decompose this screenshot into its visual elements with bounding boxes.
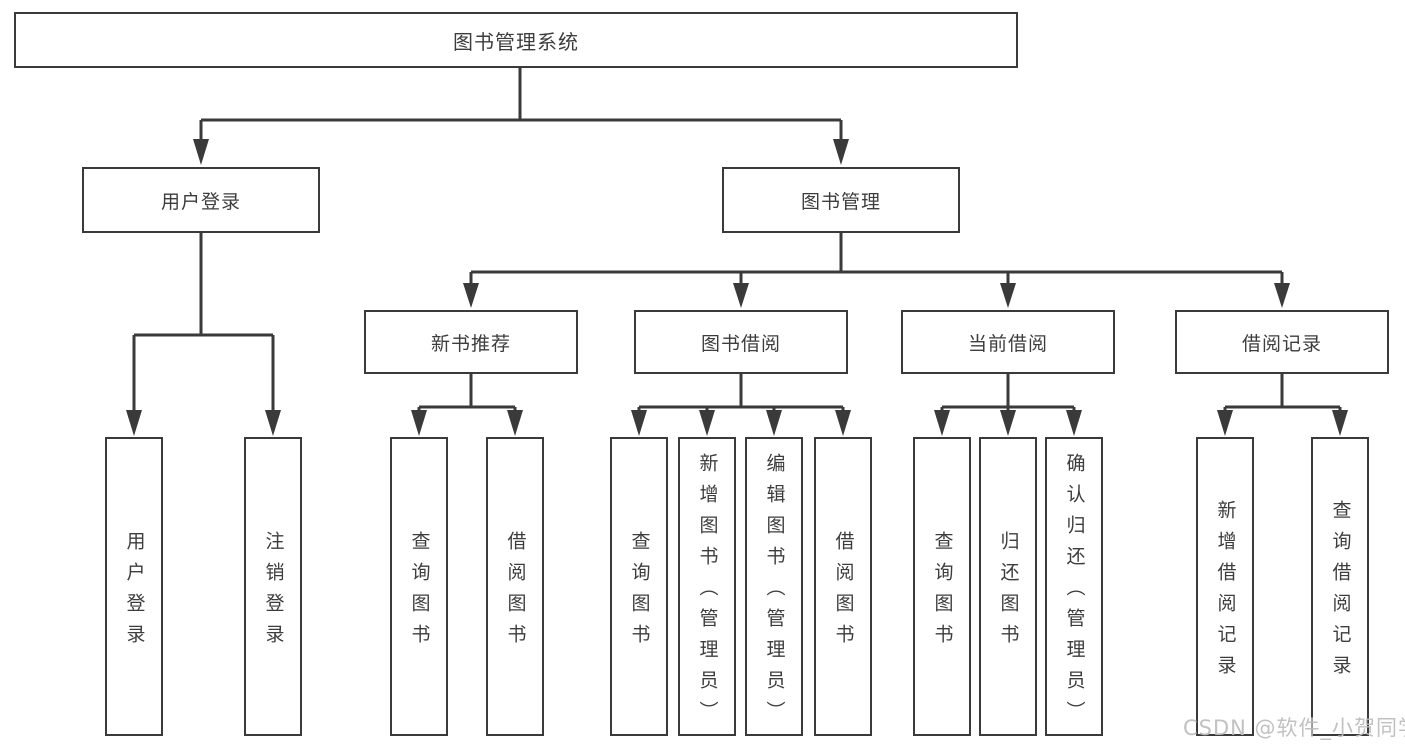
leaf-query-books-2-label: 查询图书 [628,530,651,655]
node-borrow-records-label: 借阅记录 [1241,332,1322,355]
node-borrow-records: 借阅记录 [1175,310,1389,374]
leaf-add-borrow-record: 新增借阅记录 [1196,437,1254,736]
leaf-edit-book-admin-label: 编辑图书（管理员） [763,453,786,732]
leaf-query-books-1-label: 查询图书 [408,530,431,655]
leaf-query-books-1: 查询图书 [390,437,448,736]
leaf-confirm-return-admin: 确认归还（管理员） [1045,437,1103,736]
node-user-login: 用户登录 [82,167,320,233]
leaf-return-book-label: 归还图书 [997,530,1020,655]
arrowheads [126,139,1348,436]
leaf-confirm-return-admin-label: 确认归还（管理员） [1063,453,1086,732]
leaf-borrow-books-1-label: 借阅图书 [504,530,527,655]
leaf-add-borrow-record-label: 新增借阅记录 [1214,499,1237,686]
leaf-user-login-label: 用户登录 [123,530,146,655]
node-current-borrow-label: 当前借阅 [967,332,1048,355]
node-book-management: 图书管理 [722,167,960,233]
leaf-query-borrow-record: 查询借阅记录 [1311,437,1369,736]
leaf-query-books-3: 查询图书 [913,437,971,736]
leaf-user-login: 用户登录 [105,437,163,736]
leaf-query-borrow-record-label: 查询借阅记录 [1329,499,1352,686]
node-book-borrow-label: 图书借阅 [700,332,781,355]
node-root-label: 图书管理系统 [453,29,579,54]
leaf-logout: 注销登录 [244,437,302,736]
leaf-query-books-2: 查询图书 [610,437,668,736]
node-root: 图书管理系统 [14,12,1018,68]
node-new-book-recommend: 新书推荐 [364,310,578,374]
node-book-borrow: 图书借阅 [634,310,848,374]
csdn-watermark: CSDN @软件_小贺同学 [1183,716,1405,740]
leaf-query-books-3-label: 查询图书 [931,530,954,655]
leaf-borrow-books-1: 借阅图书 [486,437,544,736]
node-new-book-recommend-label: 新书推荐 [430,332,511,355]
leaf-logout-label: 注销登录 [262,530,285,655]
leaf-borrow-books-2: 借阅图书 [814,437,872,736]
node-current-borrow: 当前借阅 [901,310,1115,374]
leaf-borrow-books-2-label: 借阅图书 [832,530,855,655]
leaf-edit-book-admin: 编辑图书（管理员） [745,437,803,736]
node-book-management-label: 图书管理 [800,190,881,213]
leaf-return-book: 归还图书 [979,437,1037,736]
leaf-add-book-admin: 新增图书（管理员） [678,437,736,736]
leaf-add-book-admin-label: 新增图书（管理员） [696,453,719,732]
node-user-login-label: 用户登录 [160,190,241,213]
